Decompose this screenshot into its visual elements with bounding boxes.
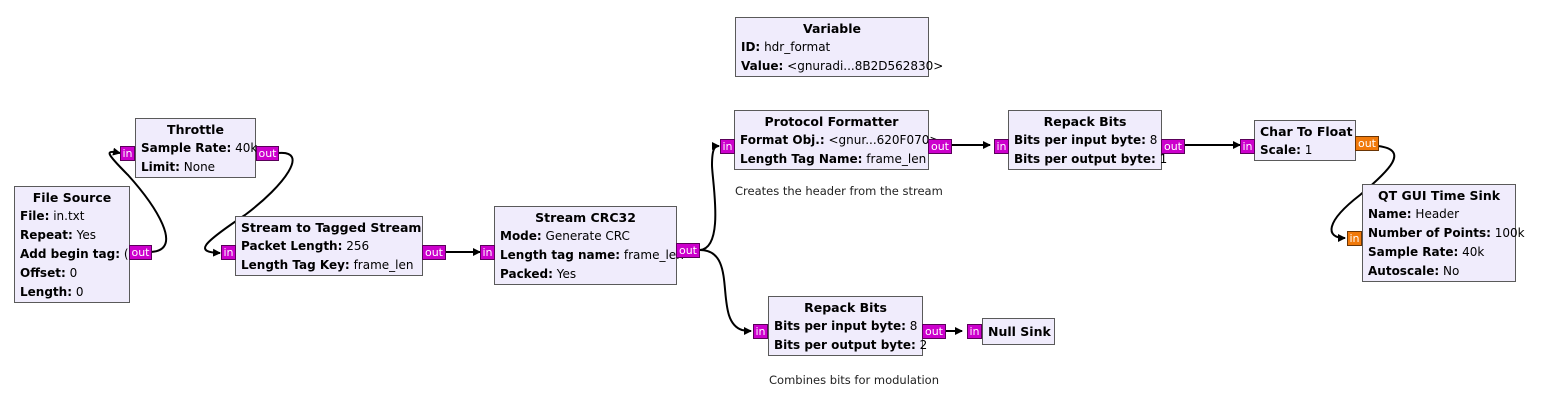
param-limit: Limit: None [141,160,216,174]
param-length: Length: 0 [20,285,84,299]
null-sink-in-port[interactable]: in [967,324,982,339]
repack-bits-2-out-port[interactable]: out [922,324,946,339]
block-repack-bits-2[interactable]: Repack Bits Bits per input byte: 8 Bits … [768,296,928,356]
block-title: Repack Bits [1043,114,1127,129]
param-add-begin-tag: Add begin tag: () [20,247,133,261]
block-stream-crc32[interactable]: Stream CRC32 Mode: Generate CRC Length t… [494,206,684,285]
stream-to-tagged-out-port[interactable]: out [422,245,446,260]
char-to-float-out-port[interactable]: out [1355,136,1379,151]
block-qt-gui-time-sink[interactable]: QT GUI Time Sink Name: Header Number of … [1362,184,1525,282]
repack-bits-2-in-port[interactable]: in [753,324,768,339]
param-packet-length: Packet Length: 256 [241,239,370,253]
block-variable[interactable]: Variable ID: hdr_format Value: <gnuradi.… [735,17,944,77]
block-null-sink[interactable]: Null Sink [982,318,1055,345]
block-title: Stream to Tagged Stream [241,220,422,235]
throttle-in-port[interactable]: in [120,146,135,161]
param-length-tag-key: Length Tag Key: frame_len [241,258,414,272]
block-title: Stream CRC32 [535,210,636,225]
stream-to-tagged-in-port[interactable]: in [221,245,236,260]
param-name: Name: Header [1368,207,1460,221]
param-length-tag-name: Length tag name: frame_len [500,248,684,262]
block-title: File Source [32,190,112,205]
wire-crc-to-protocol-formatter[interactable] [699,142,720,251]
char-to-float-in-port[interactable]: in [1240,139,1255,154]
block-file-source[interactable]: File Source File: in.txt Repeat: Yes Add… [14,186,133,303]
block-title: QT GUI Time Sink [1377,188,1501,203]
param-packed: Packed: Yes [500,267,577,281]
param-sample-rate: Sample Rate: 40k [141,141,258,155]
param-format-obj: Format Obj.: <gnur...620F070> [740,133,940,147]
comment-protocol-formatter: Creates the header from the stream [735,184,943,198]
param-file: File: in.txt [20,209,85,223]
comment-repack-bits-2: Combines bits for modulation [769,373,939,387]
block-char-to-float[interactable]: Char To Float Scale: 1 [1254,120,1356,161]
param-id: ID: hdr_format [741,40,831,54]
protocol-formatter-out-port[interactable]: out [928,139,952,154]
wire-crc-to-repack-bits-2[interactable] [699,249,752,335]
wire-throttle-to-stream-to-tagged[interactable] [204,151,294,257]
param-length-tag-name: Length Tag Name: frame_len [740,152,927,166]
crc32-out-port[interactable]: out [676,243,700,258]
block-protocol-formatter[interactable]: Protocol Formatter Format Obj.: <gnur...… [734,110,940,170]
crc32-in-port[interactable]: in [480,245,495,260]
param-repeat: Repeat: Yes [20,228,96,242]
param-sample-rate: Sample Rate: 40k [1368,245,1485,259]
param-bits-per-output-byte: Bits per output byte: 1 [1014,152,1168,166]
protocol-formatter-in-port[interactable]: in [720,139,735,154]
block-throttle[interactable]: Throttle Sample Rate: 40k Limit: None [135,118,258,178]
block-title: Throttle [167,122,224,137]
param-number-of-points: Number of Points: 100k [1368,226,1525,240]
qt-time-sink-in-port[interactable]: in [1347,231,1362,246]
block-title: Null Sink [988,324,1051,339]
block-title: Protocol Formatter [764,114,899,129]
block-repack-bits-1[interactable]: Repack Bits Bits per input byte: 8 Bits … [1008,110,1168,170]
throttle-out-port[interactable]: out [256,146,279,161]
wire-file-source-to-throttle[interactable] [108,147,168,253]
param-bits-per-input-byte: Bits per input byte: 8 [1014,133,1158,147]
wire-char-to-float-to-qt-time-sink[interactable] [1330,145,1396,242]
block-title: Repack Bits [804,300,887,315]
param-scale: Scale: 1 [1260,143,1313,157]
repack-bits-1-out-port[interactable]: out [1161,139,1185,154]
block-stream-to-tagged-stream[interactable]: Stream to Tagged Stream Packet Length: 2… [235,216,423,276]
repack-bits-1-in-port[interactable]: in [994,139,1009,154]
param-value: Value: <gnuradi...8B2D562830> [741,59,944,73]
block-title: Variable [802,21,862,36]
file-source-out-port[interactable]: out [129,245,152,260]
param-autoscale: Autoscale: No [1368,264,1460,278]
block-title: Char To Float [1260,124,1353,139]
param-mode: Mode: Generate CRC [500,229,630,243]
param-bits-per-input-byte: Bits per input byte: 8 [774,319,918,333]
param-offset: Offset: 0 [20,266,78,280]
param-bits-per-output-byte: Bits per output byte: 2 [774,338,928,352]
